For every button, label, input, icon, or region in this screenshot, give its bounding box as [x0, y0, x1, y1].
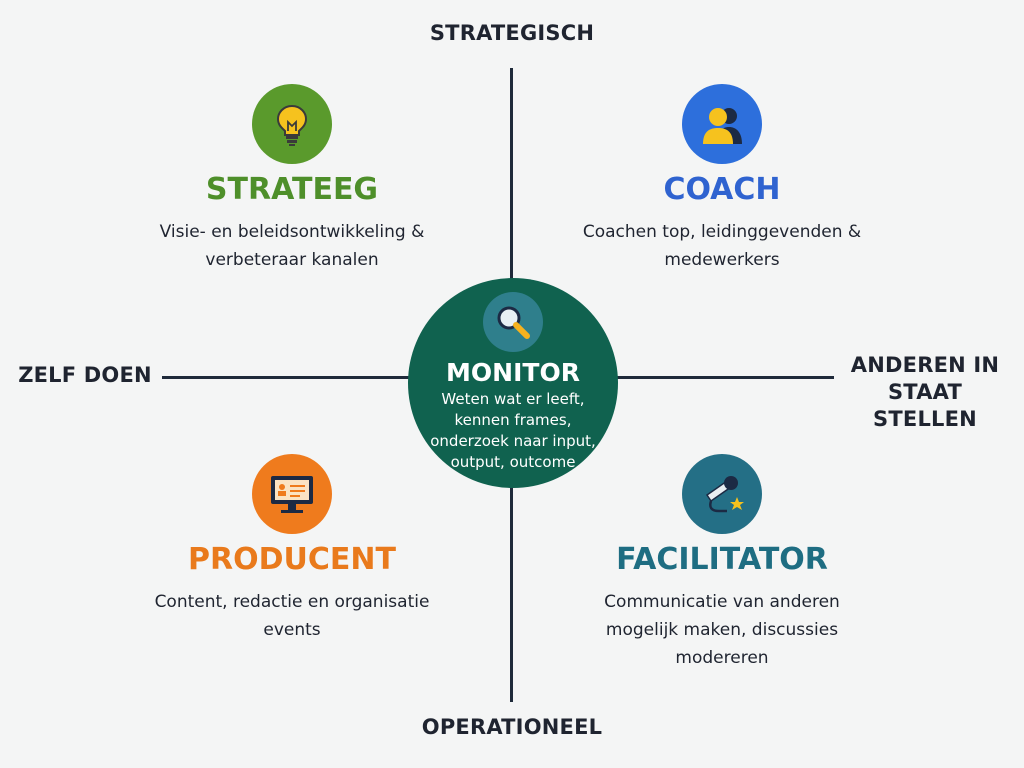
monitor-center-circle: MONITOR Weten wat er leeft, kennen frame…	[408, 278, 618, 488]
producent-description: Content, redactie en organisatie events	[154, 592, 430, 640]
axis-label-bottom: OPERATIONEEL	[421, 715, 603, 739]
lightbulb-icon	[252, 84, 332, 164]
strateeg-description: Visie- en beleidsontwikkeling & verbeter…	[159, 222, 425, 270]
horizontal-axis-left	[162, 376, 414, 379]
horizontal-axis-right	[612, 376, 834, 379]
microphone-icon	[682, 454, 762, 534]
quadrant-strateeg: STRATEEG Visie- en beleidsontwikkeling &…	[142, 84, 442, 274]
facilitator-description: Communicatie van anderen mogelijk maken,…	[604, 592, 840, 668]
producent-title: PRODUCENT	[188, 542, 396, 577]
quadrant-facilitator: FACILITATOR Communicatie van anderen mog…	[572, 454, 872, 672]
strateeg-title: STRATEEG	[205, 172, 379, 207]
monitor-description: Weten wat er leeft, kennen frames, onder…	[430, 390, 596, 471]
quadrant-coach: COACH Coachen top, leidinggevenden & med…	[572, 84, 872, 274]
monitor-icon	[252, 454, 332, 534]
people-icon	[682, 84, 762, 164]
magnifier-icon	[483, 292, 543, 352]
axis-label-right: ANDEREN IN STAAT STELLEN	[850, 353, 1000, 431]
axis-label-top: STRATEGISCH	[429, 21, 595, 45]
coach-title: COACH	[663, 172, 781, 207]
quadrant-producent: PRODUCENT Content, redactie en organisat…	[142, 454, 442, 644]
facilitator-title: FACILITATOR	[616, 542, 828, 577]
axis-label-left: ZELF DOEN	[18, 363, 152, 387]
coach-description: Coachen top, leidinggevenden & medewerke…	[582, 222, 862, 270]
monitor-title: MONITOR	[446, 358, 580, 387]
